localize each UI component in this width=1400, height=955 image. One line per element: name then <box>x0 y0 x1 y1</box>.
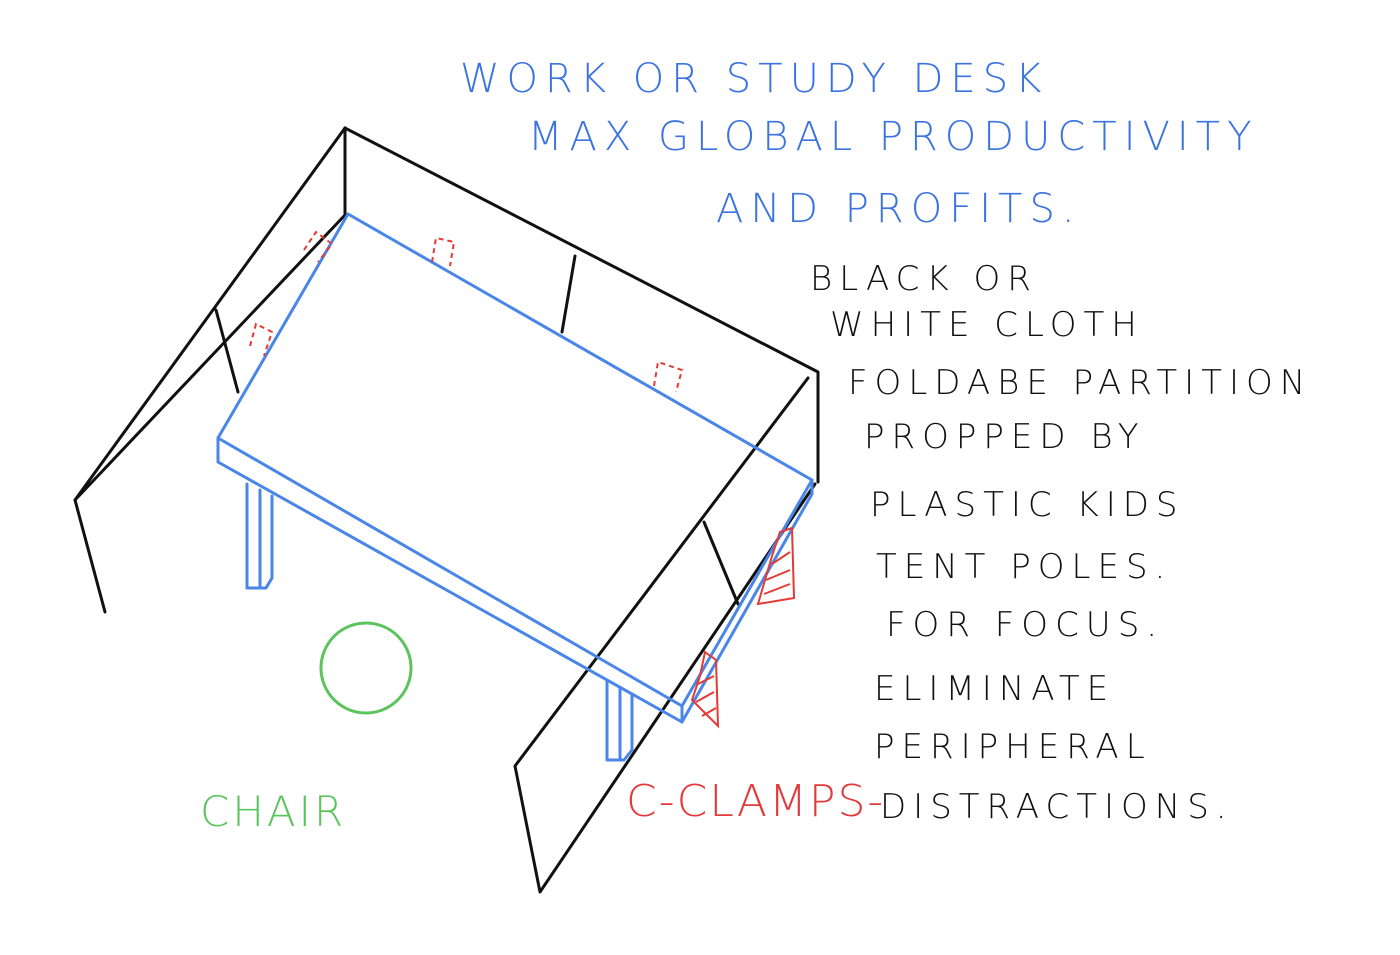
title-line-1: WORK OR STUDY DESK <box>460 56 1048 102</box>
title-line-3: AND PROFITS. <box>716 186 1082 232</box>
clamp-dashed-2 <box>431 236 456 267</box>
note-line-5: PLASTIC KIDS <box>870 485 1185 525</box>
left-partition-panel <box>73 126 347 614</box>
chair-circle <box>319 621 413 715</box>
note-line-3: FOLDABE PARTITION <box>848 363 1312 403</box>
c-clamps <box>249 230 796 729</box>
clamp-dashed-1 <box>303 230 334 263</box>
partition-notes: BLACK OR WHITE CLOTH FOLDABE PARTITION P… <box>810 259 1312 827</box>
desk-front-edge <box>216 436 684 724</box>
title: WORK OR STUDY DESK MAX GLOBAL PRODUCTIVI… <box>460 56 1259 232</box>
note-line-6: TENT POLES. <box>876 547 1172 587</box>
title-line-2: MAX GLOBAL PRODUCTIVITY <box>528 114 1259 160</box>
desk-leg-left <box>245 482 274 590</box>
c-clamps-label: C-CLAMPS- <box>626 776 885 827</box>
clamp-visible-1 <box>756 526 796 606</box>
right-partition-support-pole <box>702 520 740 606</box>
note-line-9: PERIPHERAL <box>874 727 1152 767</box>
desk-right-edge <box>680 478 814 724</box>
clamp-dashed-3 <box>249 322 274 357</box>
left-partition-support-pole <box>214 308 240 394</box>
note-line-1: BLACK OR <box>810 259 1038 299</box>
back-partition-support-pole <box>560 254 577 334</box>
clamp-visible-2 <box>690 650 720 729</box>
desk <box>216 212 814 762</box>
desk-top <box>216 212 814 708</box>
note-line-8: ELIMINATE <box>874 669 1115 709</box>
clamp-dashed-4 <box>653 360 684 393</box>
cloth-partition <box>73 126 820 894</box>
left-partition-top-edge <box>73 126 347 502</box>
note-line-4: PROPPED BY <box>864 417 1146 457</box>
desk-leg-right <box>605 678 634 762</box>
note-line-2: WHITE CLOTH <box>830 305 1144 345</box>
note-line-10: DISTRACTIONS. <box>880 787 1234 827</box>
note-line-7: FOR FOCUS. <box>886 605 1164 645</box>
back-partition-panel <box>343 126 820 484</box>
right-partition-panel <box>513 376 817 894</box>
chair-label: CHAIR <box>200 787 346 836</box>
